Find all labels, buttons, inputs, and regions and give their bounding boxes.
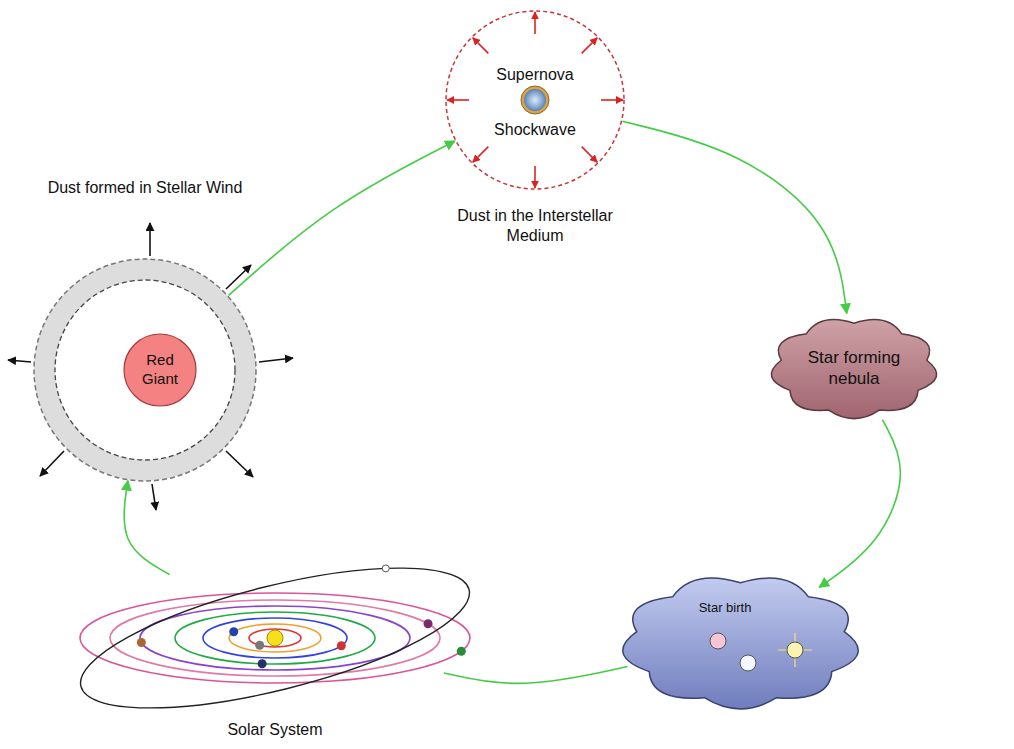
cycle-arrow bbox=[124, 481, 169, 575]
star-birth-label: Star birth bbox=[680, 600, 770, 616]
supernova-circle-outline bbox=[445, 10, 625, 190]
supernova-circle: SupernovaShockwaveDust in the Interstell… bbox=[445, 10, 625, 190]
cycle-arrow bbox=[444, 667, 628, 684]
shockwave-arrows bbox=[447, 12, 623, 188]
shock-arrow bbox=[473, 38, 489, 54]
wind-arrow bbox=[8, 223, 293, 510]
shock-arrow bbox=[582, 38, 598, 54]
orbits bbox=[68, 539, 481, 737]
star-label: Red Giant bbox=[128, 351, 192, 389]
shock-arrow bbox=[473, 147, 489, 163]
shock-arrow bbox=[601, 99, 623, 101]
red-giant-star: Red Giant bbox=[123, 333, 197, 407]
cycle-arrow bbox=[622, 121, 846, 313]
shock-arrow bbox=[534, 12, 536, 34]
shock-arrow bbox=[447, 99, 469, 101]
star-birth-cloud: Star birth bbox=[618, 568, 863, 716]
nebula-label: Star forming nebula bbox=[794, 347, 914, 390]
shell-heading: Dust formed in Stellar Wind bbox=[28, 178, 262, 198]
cycle-arrow bbox=[229, 141, 455, 295]
solar-system: Solar System bbox=[65, 560, 485, 710]
solar-system-label: Solar System bbox=[195, 720, 355, 740]
supernova-label: Supernova bbox=[470, 65, 600, 85]
nebula-cloud-outline bbox=[768, 312, 940, 424]
shock-arrow bbox=[534, 166, 536, 188]
medium-heading: Dust in the Interstellar Medium bbox=[450, 206, 620, 246]
cycle-arrow bbox=[819, 420, 900, 588]
star-birth-cloud-outline bbox=[618, 568, 863, 716]
shockwave-label: Shockwave bbox=[470, 120, 600, 140]
shock-arrow bbox=[582, 147, 598, 163]
nebula-cloud: Star forming nebula bbox=[768, 312, 940, 424]
dust-shell: Dust formed in Stellar WindRed Giant bbox=[33, 258, 257, 482]
solar-system-outline bbox=[65, 560, 485, 710]
